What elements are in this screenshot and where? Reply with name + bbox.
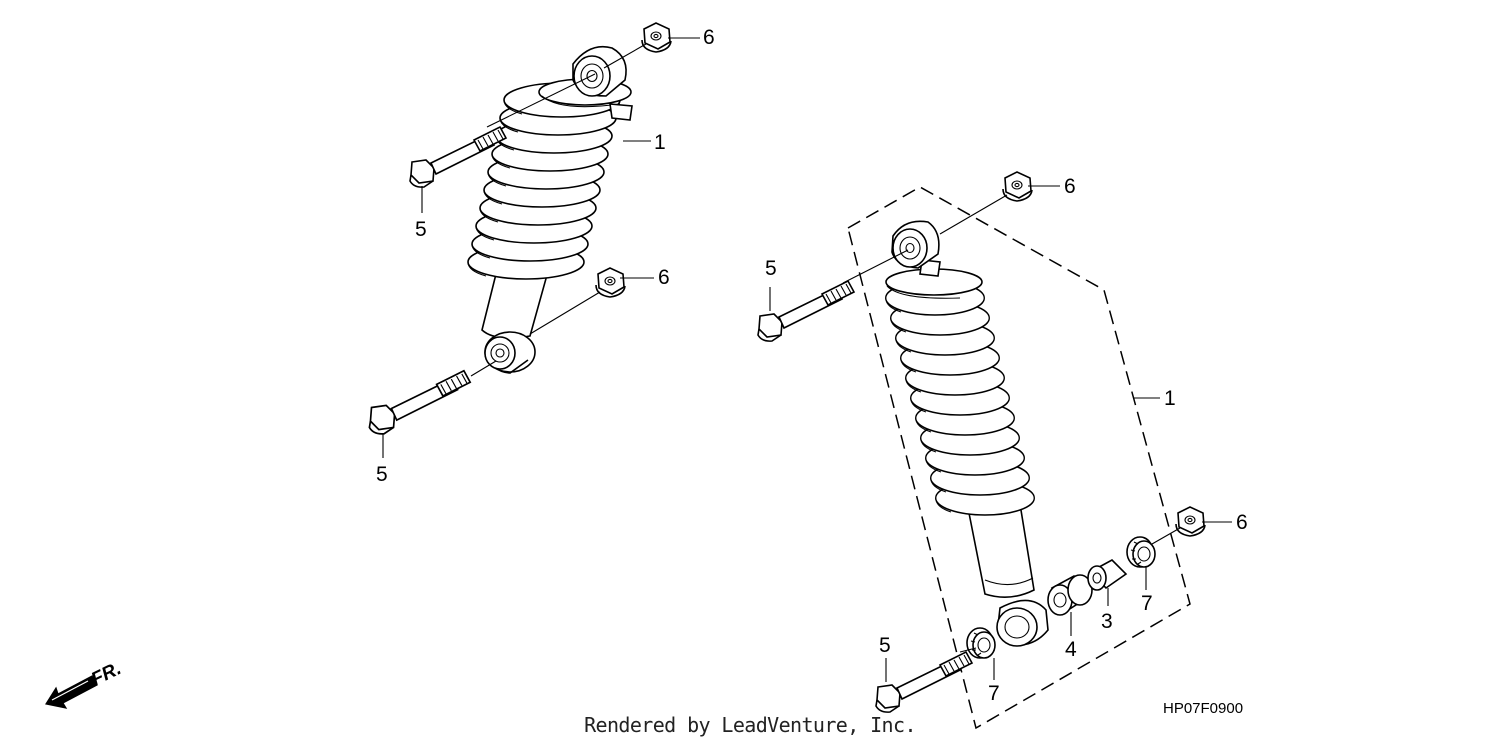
right-collar (1087, 559, 1128, 591)
left-leaders (382, 37, 700, 458)
right-leaders (769, 185, 1232, 682)
render-credit: Rendered by LeadVenture, Inc. (584, 713, 916, 737)
left-bolt-lower (368, 369, 472, 435)
right-bushing (1047, 574, 1093, 616)
right-bolt-lower (875, 651, 973, 713)
left-nut-upper (641, 22, 672, 53)
callout-right-nut-lower: 6 (1236, 511, 1248, 534)
callout-right-nut-upper: 6 (1064, 175, 1076, 198)
right-seal-lower (966, 627, 996, 659)
callout-right-bolt-upper: 5 (765, 257, 777, 280)
callout-left-nut-upper: 6 (703, 26, 715, 49)
right-shock-absorber (884, 220, 1049, 647)
front-direction-arrow-icon: FR. (45, 658, 125, 709)
callout-right-collar: 3 (1101, 610, 1113, 633)
callout-right-bolt-lower: 5 (879, 634, 891, 657)
callout-left-shock: 1 (654, 131, 666, 154)
diagram-code: HP07F0900 (1163, 700, 1243, 717)
right-nut-lower (1175, 506, 1206, 537)
right-seal-upper (1126, 536, 1156, 568)
right-bolt-upper (757, 280, 855, 342)
callout-right-seal-lower: 7 (988, 682, 1000, 705)
callout-left-nut-lower: 6 (658, 266, 670, 289)
callout-labels: 1 5 6 6 5 1 5 6 6 3 4 7 7 5 (376, 26, 1248, 705)
callout-left-bolt-upper: 5 (415, 218, 427, 241)
assembly-boundary (847, 186, 1191, 730)
callout-right-shock: 1 (1164, 387, 1176, 410)
callout-left-bolt-lower: 5 (376, 463, 388, 486)
callout-right-seal-upper: 7 (1141, 592, 1153, 615)
callout-right-bushing: 4 (1065, 638, 1077, 661)
right-nut-upper (1002, 171, 1033, 202)
left-nut-lower (595, 267, 626, 298)
